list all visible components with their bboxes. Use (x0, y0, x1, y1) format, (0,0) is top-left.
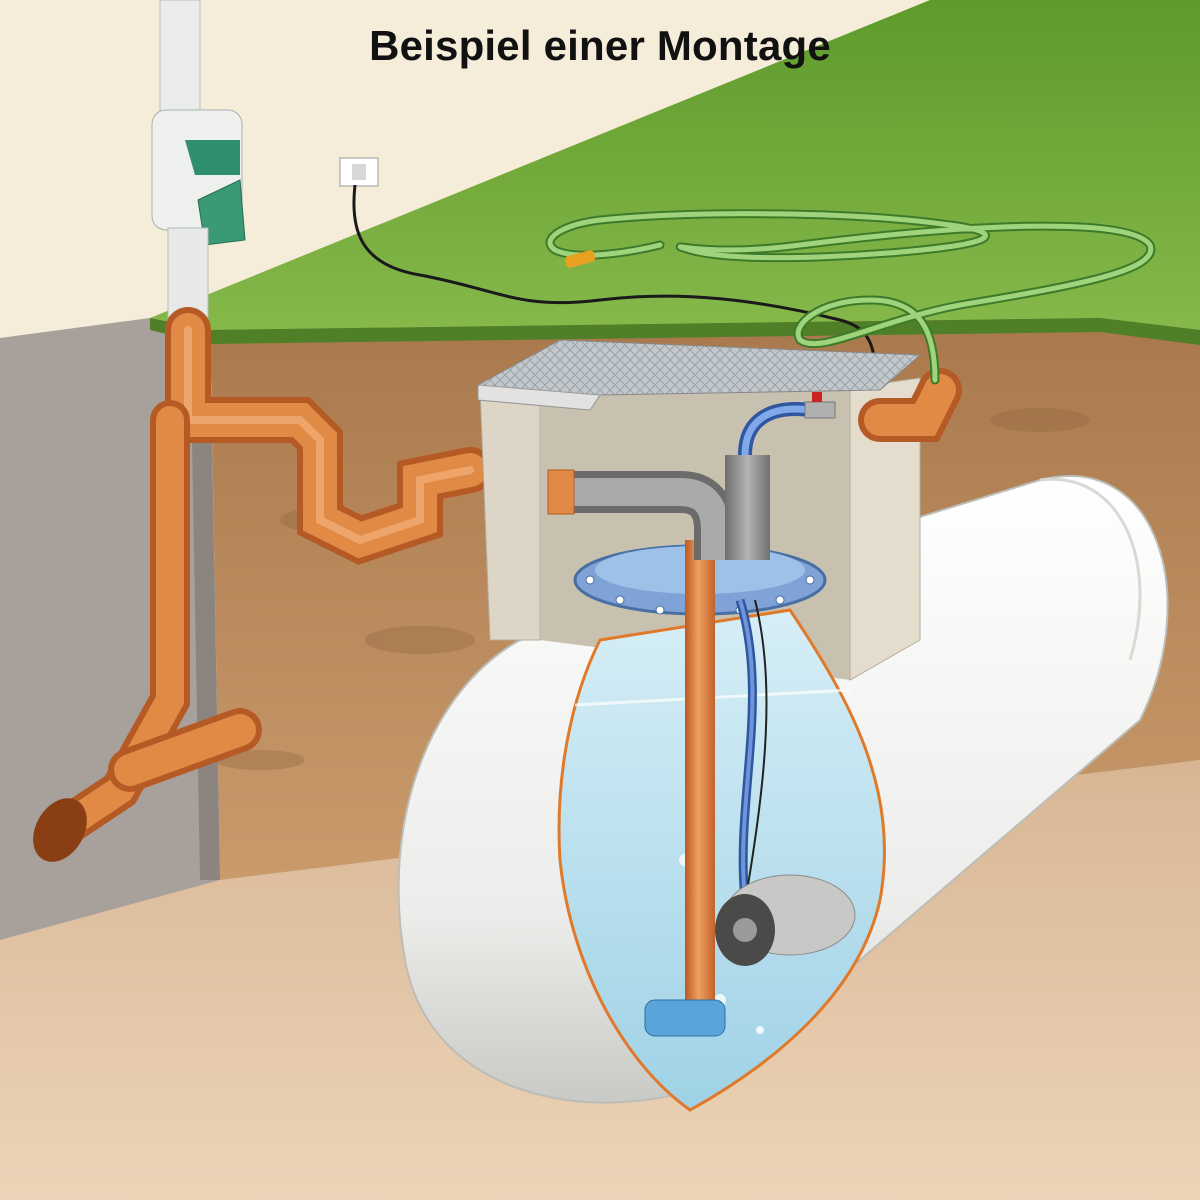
suction-pipe (644, 540, 726, 1037)
drainage-pipe (33, 400, 262, 862)
downpipe-filter (151, 0, 246, 329)
power-socket (339, 157, 882, 376)
garden-hose (545, 209, 1156, 385)
pump-icon (715, 874, 856, 966)
page-title: Beispiel einer Montage (369, 22, 831, 69)
shaft-pipe (547, 455, 770, 560)
submersible-pump (715, 598, 856, 966)
pump-hose (738, 368, 962, 456)
inflow-pipe (165, 307, 493, 565)
